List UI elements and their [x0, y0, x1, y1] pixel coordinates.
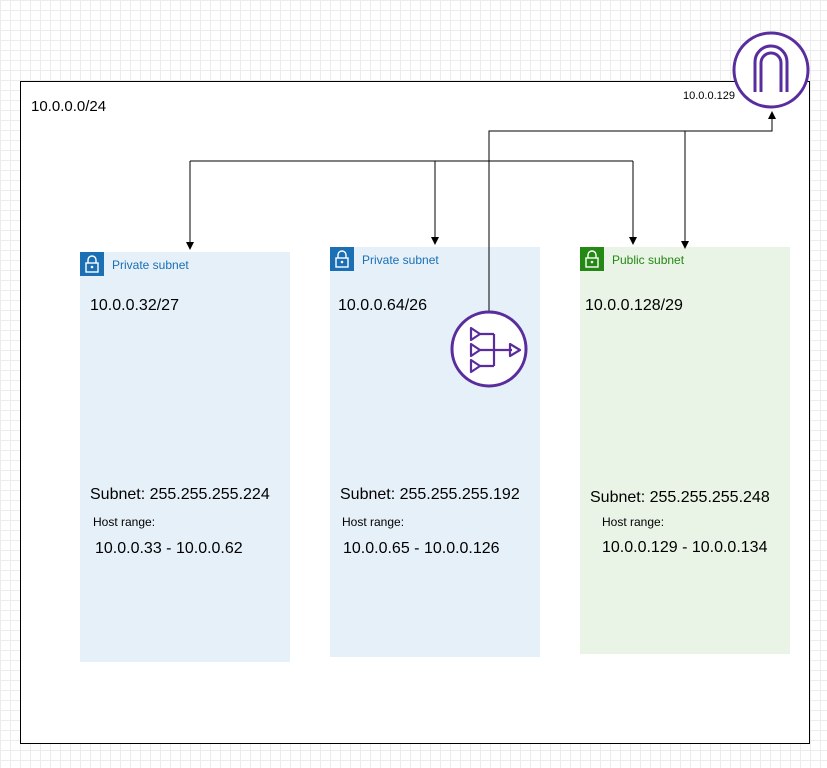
subnet-cidr: 10.0.0.64/26 [338, 297, 427, 314]
host-range-label: Host range: [93, 515, 156, 529]
subnet-cidr: 10.0.0.32/27 [90, 297, 179, 314]
public-subnet: Public subnet 10.0.0.128/29 Subnet: 255.… [580, 247, 790, 654]
subnet-cidr: 10.0.0.128/29 [585, 297, 683, 314]
subnet-mask: Subnet: 255.255.255.248 [590, 489, 770, 506]
lock-icon [580, 247, 604, 271]
vpc-cidr: 10.0.0.0/24 [31, 98, 107, 115]
nat-gateway-icon [450, 310, 528, 388]
host-range-label: Host range: [602, 515, 665, 529]
lock-icon [330, 247, 354, 271]
subnet-type-label: Private subnet [362, 253, 439, 267]
subnet-type-label: Private subnet [112, 258, 189, 272]
host-range-value: 10.0.0.129 - 10.0.0.134 [602, 539, 768, 556]
subnet-type-label: Public subnet [612, 253, 685, 267]
private-subnet-1: Private subnet 10.0.0.32/27 Subnet: 255.… [80, 252, 290, 662]
host-range-value: 10.0.0.65 - 10.0.0.126 [343, 540, 500, 557]
host-range-label: Host range: [342, 515, 405, 529]
host-range-value: 10.0.0.33 - 10.0.0.62 [95, 540, 243, 557]
internet-gateway-icon [732, 31, 810, 109]
nat-to-igw-arrow [488, 111, 776, 315]
route-connector [186, 160, 637, 250]
subnet-mask: Subnet: 255.255.255.224 [90, 486, 270, 503]
lock-icon [80, 252, 104, 276]
subnet-mask: Subnet: 255.255.255.192 [340, 486, 520, 503]
igw-ip-label: 10.0.0.129 [683, 90, 735, 102]
